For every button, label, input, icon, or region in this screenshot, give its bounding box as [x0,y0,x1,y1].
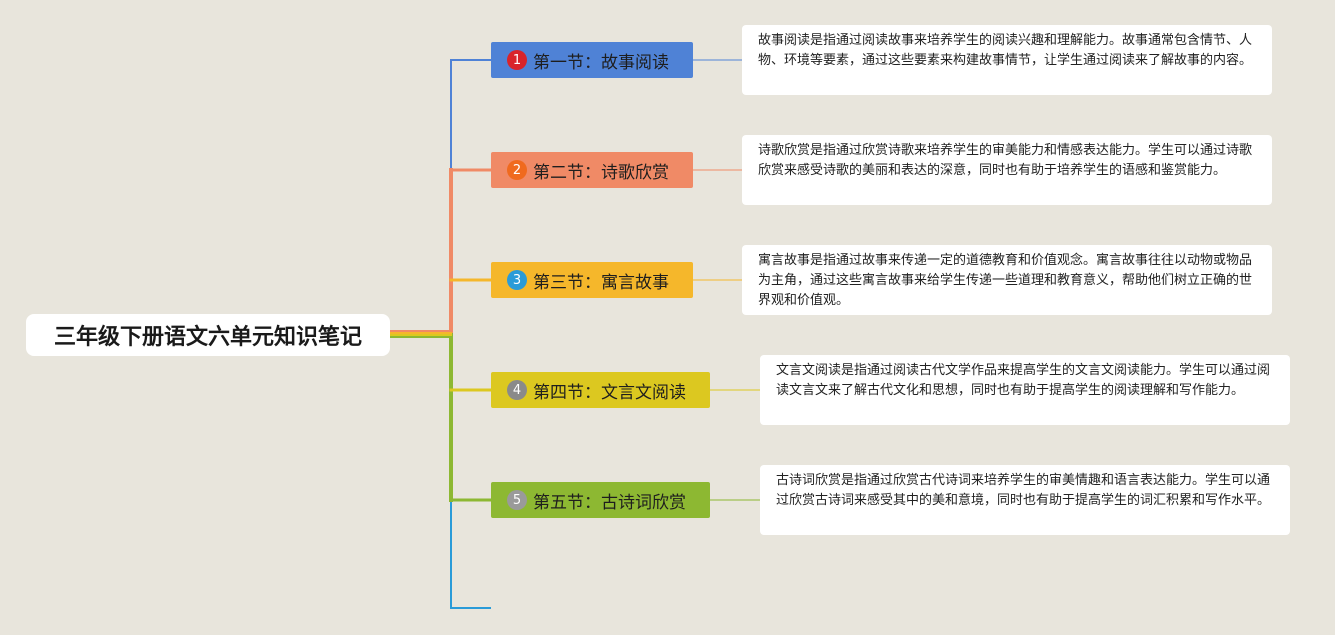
section-label: 第三节：寓言故事 [533,272,669,293]
section-topic-3[interactable]: 3 第三节：寓言故事 [491,262,693,298]
note-text: 文言文阅读是指通过阅读古代文学作品来提高学生的文言文阅读能力。学生可以通过阅读文… [776,363,1271,398]
root-topic[interactable]: 三年级下册语文六单元知识笔记 [26,314,390,356]
section-topic-1[interactable]: 1 第一节：故事阅读 [491,42,693,78]
number-badge-icon: 4 [507,380,527,400]
section-topic-5[interactable]: 5 第五节：古诗词欣赏 [491,482,710,518]
number-badge-icon: 3 [507,270,527,290]
note-box-1[interactable]: 故事阅读是指通过阅读故事来培养学生的阅读兴趣和理解能力。故事通常包含情节、人物、… [742,25,1272,95]
section-topic-2[interactable]: 2 第二节：诗歌欣赏 [491,152,693,188]
note-text: 诗歌欣赏是指通过欣赏诗歌来培养学生的审美能力和情感表达能力。学生可以通过诗歌欣赏… [758,143,1253,178]
note-box-3[interactable]: 寓言故事是指通过故事来传递一定的道德教育和价值观念。寓言故事往往以动物或物品为主… [742,245,1272,315]
number-badge-icon: 1 [507,50,527,70]
note-box-2[interactable]: 诗歌欣赏是指通过欣赏诗歌来培养学生的审美能力和情感表达能力。学生可以通过诗歌欣赏… [742,135,1272,205]
note-text: 古诗词欣赏是指通过欣赏古代诗词来培养学生的审美情趣和语言表达能力。学生可以通过欣… [776,473,1271,508]
section-label: 第二节：诗歌欣赏 [533,162,669,183]
number-badge-icon: 2 [507,160,527,180]
section-label: 第四节：文言文阅读 [533,382,686,403]
root-topic-label: 三年级下册语文六单元知识笔记 [53,325,362,350]
number-badge-icon: 5 [507,490,527,510]
note-text: 故事阅读是指通过阅读故事来培养学生的阅读兴趣和理解能力。故事通常包含情节、人物、… [758,33,1253,68]
note-box-4[interactable]: 文言文阅读是指通过阅读古代文学作品来提高学生的文言文阅读能力。学生可以通过阅读文… [760,355,1290,425]
section-topic-4[interactable]: 4 第四节：文言文阅读 [491,372,710,408]
section-label: 第五节：古诗词欣赏 [533,492,686,513]
note-text: 寓言故事是指通过故事来传递一定的道德教育和价值观念。寓言故事往往以动物或物品为主… [758,253,1253,308]
note-box-5[interactable]: 古诗词欣赏是指通过欣赏古代诗词来培养学生的审美情趣和语言表达能力。学生可以通过欣… [760,465,1290,535]
section-label: 第一节：故事阅读 [533,52,669,73]
